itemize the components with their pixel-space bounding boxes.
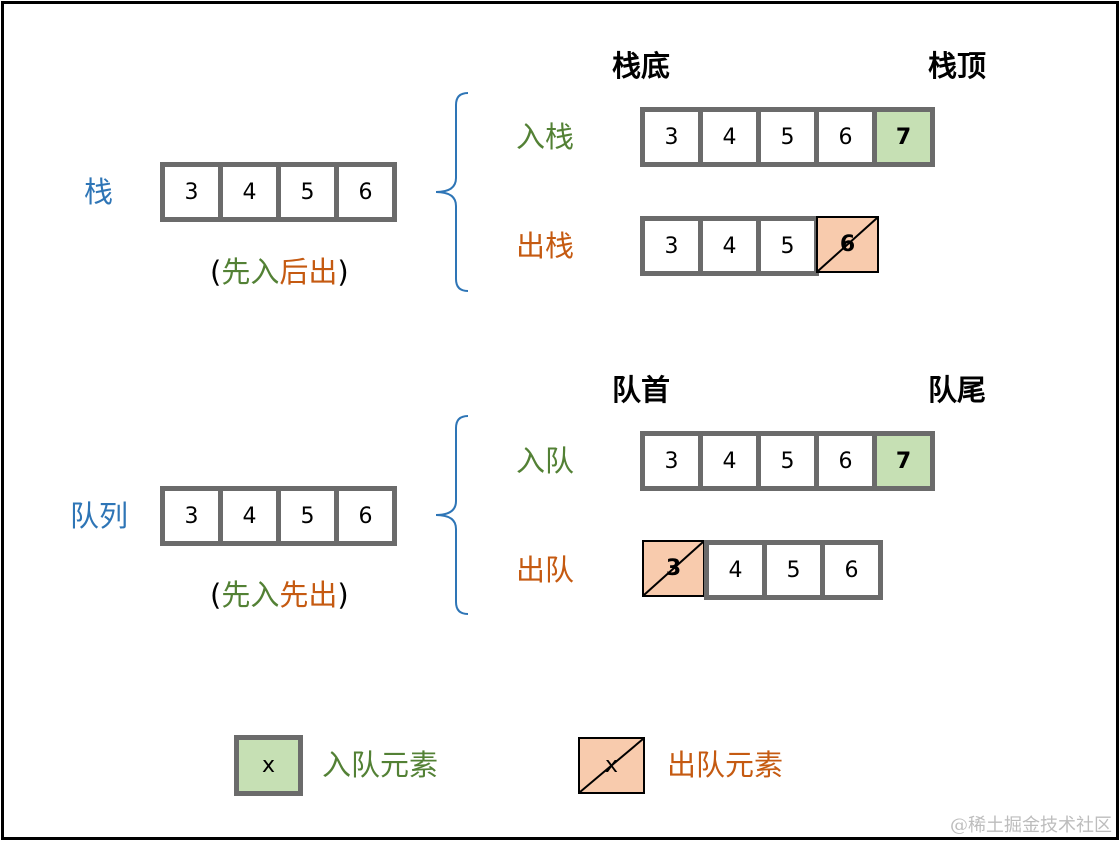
rule-open: ( — [210, 578, 222, 612]
stack-cell: 5 — [276, 162, 339, 222]
stack-cell: 3 — [640, 107, 703, 167]
push-label: 入栈 — [516, 120, 575, 154]
strike-line — [580, 739, 643, 792]
stack-cell: 4 — [218, 162, 281, 222]
stack-cell: 3 — [640, 216, 703, 276]
stack-bottom-label: 栈底 — [612, 49, 671, 83]
legend-push-swatch: x — [234, 735, 303, 796]
dequeue-label: 出队 — [516, 553, 575, 587]
stack-rule: (先入后出) — [210, 254, 349, 290]
push-row: 3 4 5 6 7 — [640, 107, 935, 167]
queue-cell: 5 — [762, 540, 825, 600]
stack-top-label: 栈顶 — [928, 49, 987, 83]
strike-line — [644, 542, 703, 595]
queue-cell: 6 — [334, 486, 397, 546]
rule-close: ) — [337, 255, 349, 289]
stack-brace — [435, 92, 469, 292]
rule-first-in: 先入 — [221, 578, 280, 612]
queue-cell: 4 — [704, 540, 767, 600]
queue-row: 3 4 5 6 — [160, 486, 397, 546]
queue-cell: 4 — [698, 431, 761, 491]
enqueue-row: 3 4 5 6 7 — [640, 431, 935, 491]
legend-push-label: 入队元素 — [322, 748, 439, 782]
stack-cell: 6 — [334, 162, 397, 222]
queue-cell: 5 — [756, 431, 819, 491]
popped-value: 6 — [839, 232, 856, 257]
stack-row: 3 4 5 6 — [160, 162, 397, 222]
legend-push-symbol: x — [261, 753, 276, 778]
rule-last-out: 后出 — [279, 255, 338, 289]
rule-close: ) — [337, 578, 349, 612]
dequeue-row: 3 4 5 6 — [642, 540, 883, 600]
rule-open: ( — [210, 255, 222, 289]
stack-cell: 6 — [814, 107, 877, 167]
stack-cell: 5 — [756, 107, 819, 167]
queue-cell: 6 — [820, 540, 883, 600]
popped-cell: 6 — [816, 216, 879, 273]
queue-head-label: 队首 — [612, 373, 671, 407]
enqueue-label: 入队 — [516, 444, 575, 478]
legend-pop-label: 出队元素 — [667, 748, 784, 782]
queue-title: 队列 — [70, 499, 129, 533]
watermark: @稀土掘金技术社区 — [950, 815, 1112, 836]
stack-cell: 4 — [698, 216, 761, 276]
rule-first-out: 先出 — [279, 578, 338, 612]
strike-line — [818, 218, 877, 271]
enqueued-cell: 7 — [872, 431, 935, 491]
stack-cell: 3 — [160, 162, 223, 222]
pop-label: 出栈 — [516, 229, 575, 263]
stack-cell: 5 — [756, 216, 819, 276]
queue-tail-label: 队尾 — [928, 373, 987, 407]
legend-pop-symbol: x — [604, 753, 619, 778]
queue-cell: 5 — [276, 486, 339, 546]
queue-cell: 3 — [160, 486, 223, 546]
queue-cell: 4 — [218, 486, 281, 546]
stack-cell: 4 — [698, 107, 761, 167]
legend-pop-swatch: x — [578, 737, 645, 794]
pushed-cell: 7 — [872, 107, 935, 167]
queue-cell: 3 — [640, 431, 703, 491]
dequeued-cell: 3 — [642, 540, 705, 597]
rule-first-in: 先入 — [221, 255, 280, 289]
stack-title: 栈 — [84, 175, 114, 209]
queue-brace — [435, 415, 469, 615]
dequeued-value: 3 — [665, 556, 682, 581]
pop-row: 3 4 5 6 — [640, 216, 879, 276]
queue-cell: 6 — [814, 431, 877, 491]
queue-rule: (先入先出) — [210, 577, 349, 613]
